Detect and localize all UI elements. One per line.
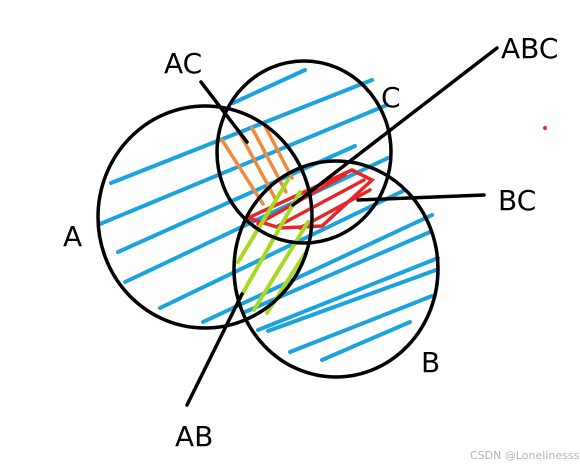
label-b: B — [421, 346, 440, 379]
set-b-circle — [232, 159, 440, 379]
ab-leader-line — [185, 292, 244, 407]
circles — [96, 59, 440, 379]
watermark-text: CSDN @Lonelinessser — [470, 449, 580, 462]
label-a: A — [63, 220, 82, 253]
abc-leader-line — [291, 46, 499, 207]
ac-leader-line — [199, 80, 249, 144]
label-ac: AC — [164, 47, 202, 80]
bc-leader-line — [356, 193, 486, 202]
label-ab: AB — [175, 420, 213, 453]
label-abc: ABC — [501, 32, 558, 65]
set-c-circle — [215, 59, 393, 245]
label-bc: BC — [498, 184, 536, 217]
leader-lines — [185, 46, 499, 407]
set-a-circle — [96, 104, 314, 330]
label-c: C — [381, 81, 401, 114]
stray-dot — [543, 126, 547, 130]
